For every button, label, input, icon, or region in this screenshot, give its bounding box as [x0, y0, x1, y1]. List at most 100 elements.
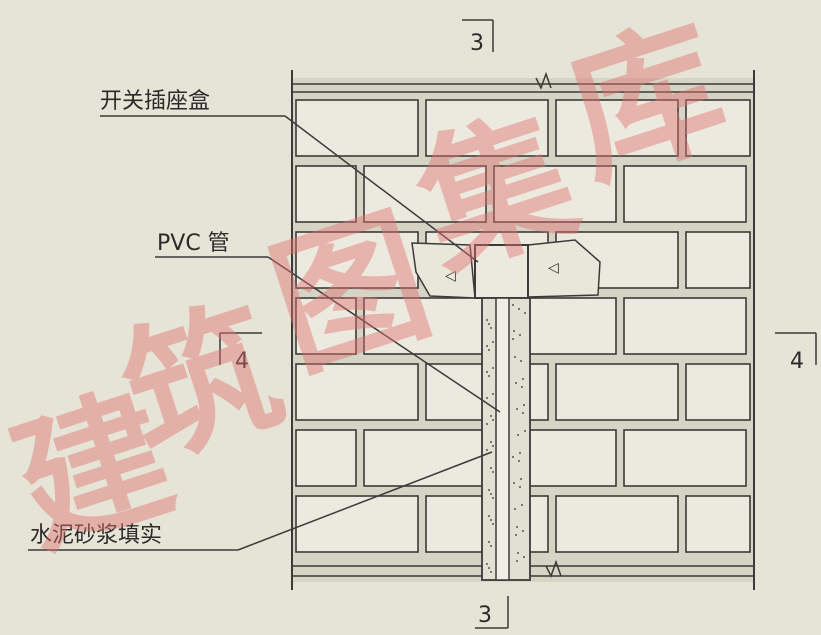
speckle [515, 382, 517, 384]
speckle [486, 371, 488, 373]
label-mortar-fill: 水泥砂浆填实 [30, 523, 162, 548]
speckle [488, 323, 490, 325]
speckle [512, 338, 514, 340]
speckle [492, 523, 494, 525]
section-mark-top: 3 [462, 19, 494, 56]
brick [685, 495, 751, 553]
brick [555, 363, 679, 421]
brick [295, 99, 419, 157]
brick [685, 99, 751, 157]
speckle [490, 571, 492, 573]
speckle [488, 567, 490, 569]
speckle [518, 460, 520, 462]
break-mark-bottom [545, 559, 562, 578]
speckle [492, 419, 494, 421]
speckle [486, 319, 488, 321]
brick [295, 495, 419, 553]
speckle [517, 434, 519, 436]
speckle [523, 404, 525, 406]
speckle [486, 397, 488, 399]
speckle [488, 489, 490, 491]
section-mark-left: 4 [219, 332, 262, 374]
section-number-bottom: 3 [478, 603, 492, 628]
section-number-left: 4 [235, 349, 249, 374]
speckle [486, 449, 488, 451]
speckle [512, 456, 514, 458]
speckle [490, 415, 492, 417]
speckle [486, 423, 488, 425]
speckle [492, 497, 494, 499]
speckle [516, 526, 518, 528]
speckle [522, 378, 524, 380]
brick [555, 495, 679, 553]
brick [295, 297, 357, 355]
speckle [514, 356, 516, 358]
speckle [488, 375, 490, 377]
speckle [488, 541, 490, 543]
speckle [521, 504, 523, 506]
speckle [518, 308, 520, 310]
speckle [524, 430, 526, 432]
speckle [515, 534, 517, 536]
pvc-pipe [495, 297, 510, 581]
speckle [523, 556, 525, 558]
brick [555, 99, 679, 157]
speckle [519, 486, 521, 488]
speckle [492, 367, 494, 369]
brick [363, 429, 487, 487]
speckle [488, 515, 490, 517]
speckle [513, 330, 515, 332]
brick [685, 363, 751, 421]
speckle [490, 467, 492, 469]
leader-line-switch-box [284, 115, 479, 263]
speckle [519, 334, 521, 336]
concrete-triangle-mark: ◁ [445, 268, 456, 284]
speckle [490, 493, 492, 495]
brick [295, 165, 357, 223]
speckle [516, 560, 518, 562]
brick [623, 165, 747, 223]
speckle [490, 441, 492, 443]
speckle [490, 519, 492, 521]
brick [623, 429, 747, 487]
speckle [488, 349, 490, 351]
speckle [519, 452, 521, 454]
speckle [486, 345, 488, 347]
leader-line-mortar [237, 451, 493, 551]
speckle [492, 393, 494, 395]
brick [295, 363, 419, 421]
mortar-speckles [486, 304, 526, 573]
speckle [524, 312, 526, 314]
speckle [522, 530, 524, 532]
speckle [516, 408, 518, 410]
break-mark-top [535, 71, 552, 90]
speckle [490, 545, 492, 547]
brick [425, 99, 549, 157]
speckle [492, 445, 494, 447]
speckle [492, 471, 494, 473]
brick [685, 231, 751, 289]
section-mark-right: 4 [775, 332, 817, 374]
brick-courses [295, 99, 751, 553]
speckle [512, 304, 514, 306]
speckle [492, 341, 494, 343]
brick [493, 165, 617, 223]
speckle [520, 478, 522, 480]
leader-line-pvc [267, 256, 501, 413]
speckle [513, 482, 515, 484]
speckle [486, 563, 488, 565]
label-pvc-pipe: PVC 管 [157, 231, 230, 256]
speckle [517, 552, 519, 554]
speckle [522, 412, 524, 414]
mortar-fill-left [411, 242, 476, 299]
section-number-top: 3 [470, 31, 484, 56]
speckle [521, 386, 523, 388]
brick [623, 297, 747, 355]
concrete-triangle-mark: ◁ [548, 260, 559, 276]
speckle [490, 327, 492, 329]
speckle [514, 508, 516, 510]
section-mark-bottom: 3 [475, 596, 509, 629]
section-number-right: 4 [790, 349, 804, 374]
